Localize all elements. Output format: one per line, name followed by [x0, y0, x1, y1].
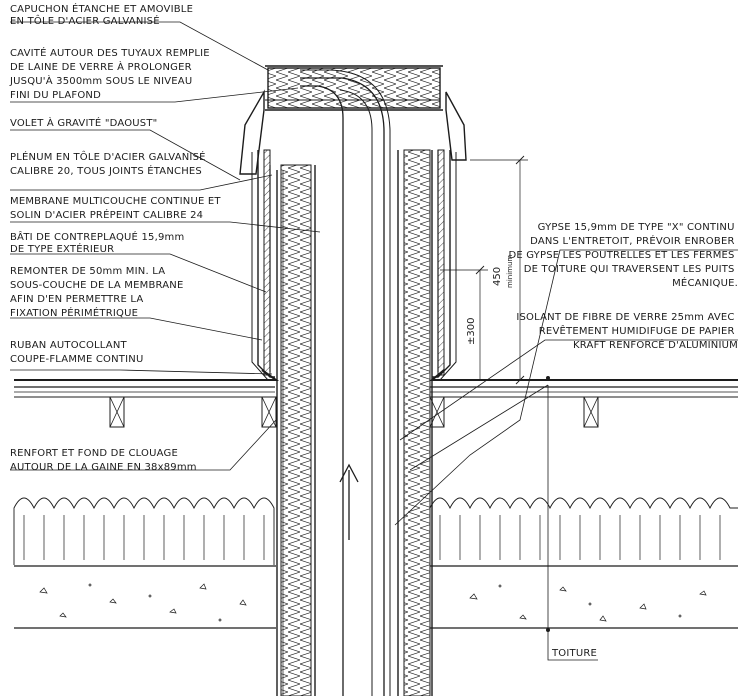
label-ruban-line2: COUPE-FLAMME CONTINU [10, 354, 143, 365]
label-bati: BÂTI DE CONTREPLAQUÉ 15,9mm DE TYPE EXTÉ… [10, 230, 188, 255]
airflow-arrow [339, 463, 359, 540]
dim-450-note: minimum [506, 255, 514, 288]
toiture-marker-bottom [546, 628, 550, 632]
label-gypse-line5: MÉCANIQUE. [672, 276, 738, 289]
label-gypse-line2: DANS L'ENTRETOIT, PRÉVOIR ENROBER [530, 234, 735, 247]
label-plenum-line2: CALIBRE 20, TOUS JOINTS ÉTANCHES [10, 164, 202, 177]
label-remonter-line2: SOUS-COUCHE DE LA MEMBRANE [10, 280, 184, 291]
label-ruban-line1: RUBAN AUTOCOLLANT [10, 340, 128, 351]
toiture-marker-top [546, 376, 550, 380]
label-gypse-line3: DE GYPSE LES POUTRELLES ET LES FERMES [508, 250, 734, 261]
label-gypse-line1: GYPSE 15,9mm DE TYPE "X" CONTINU [538, 222, 735, 233]
label-cavite: CAVITÉ AUTOUR DES TUYAUX REMPLIE DE LAIN… [9, 46, 213, 101]
flashing-membrane [14, 369, 738, 381]
joist-left-1 [109, 396, 125, 428]
label-renfort: RENFORT ET FOND DE CLOUAGE AUTOUR DE LA … [10, 448, 197, 473]
label-remonter-line4: FIXATION PÉRIMÉTRIQUE [10, 306, 138, 319]
dim-450-value: 450 [492, 267, 503, 286]
label-cavite-line2: DE LAINE DE VERRE À PROLONGER [10, 60, 192, 73]
shaft-right-wall [397, 149, 439, 696]
label-membrane-line1: MEMBRANE MULTICOUCHE CONTINUE ET [10, 196, 221, 207]
label-remonter-line3: AFIN D'EN PERMETTRE LA [10, 294, 143, 305]
label-renfort-line1: RENFORT ET FOND DE CLOUAGE [10, 448, 178, 459]
dim-300-value: ±300 [466, 318, 477, 345]
label-isolant: ISOLANT DE FIBRE DE VERRE 25mm AVEC REVÊ… [516, 312, 738, 351]
dimension-300: ±300 [440, 265, 488, 380]
label-plenum: PLÉNUM EN TÔLE D'ACIER GALVANISÉ CALIBRE… [10, 150, 209, 177]
label-capuchon-line1: CAPUCHON ÉTANCHE ET AMOVIBLE [10, 2, 193, 15]
label-cavite-line4: FINI DU PLAFOND [10, 90, 101, 101]
label-plenum-line1: PLÉNUM EN TÔLE D'ACIER GALVANISÉ [10, 150, 206, 163]
label-isolant-line3: KRAFT RENFORCÉ D'ALUMINIUM [573, 338, 738, 351]
ceiling-specks [39, 583, 707, 622]
label-gypse-line4: DE TOITURE QUI TRAVERSENT LES PUITS [524, 264, 735, 275]
label-capuchon-line2: EN TÔLE D'ACIER GALVANISÉ [10, 14, 160, 27]
ceiling-insulation [13, 497, 738, 629]
label-isolant-line2: REVÊTEMENT HUMIDIFUGE DE PAPIER [539, 324, 735, 337]
label-renfort-line2: AUTOUR DE LA GAINE EN 38x89mm [10, 462, 197, 473]
label-volet: VOLET À GRAVITÉ "DAOUST" [10, 116, 157, 129]
roof-assembly [14, 386, 738, 428]
label-toiture: TOITURE [551, 648, 597, 659]
label-bati-line1: BÂTI DE CONTREPLAQUÉ 15,9mm [10, 230, 184, 243]
label-remonter: REMONTER DE 50mm MIN. LA SOUS-COUCHE DE … [10, 266, 187, 319]
label-membrane: MEMBRANE MULTICOUCHE CONTINUE ET SOLIN D… [10, 196, 224, 221]
label-capuchon: CAPUCHON ÉTANCHE ET AMOVIBLE EN TÔLE D'A… [10, 2, 196, 27]
shaft-left-wall [269, 164, 316, 696]
label-cavite-line3: JUSQU'À 3500mm SOUS LE NIVEAU [9, 74, 192, 87]
label-ruban: RUBAN AUTOCOLLANT COUPE-FLAMME CONTINU [10, 340, 143, 365]
label-gypse: GYPSE 15,9mm DE TYPE "X" CONTINU DANS L'… [508, 222, 738, 289]
label-remonter-line1: REMONTER DE 50mm MIN. LA [10, 266, 165, 277]
label-volet-line1: VOLET À GRAVITÉ "DAOUST" [10, 116, 157, 129]
label-bati-line2: DE TYPE EXTÉRIEUR [10, 242, 114, 255]
joist-right-2 [583, 396, 599, 428]
leader-lines [10, 21, 738, 661]
label-cavite-line1: CAVITÉ AUTOUR DES TUYAUX REMPLIE [10, 46, 210, 59]
central-duct [300, 69, 391, 696]
dimension-450: 450 minimum [470, 155, 528, 385]
label-membrane-line2: SOLIN D'ACIER PRÉPEINT CALIBRE 24 [10, 208, 203, 221]
label-isolant-line1: ISOLANT DE FIBRE DE VERRE 25mm AVEC [516, 312, 734, 323]
